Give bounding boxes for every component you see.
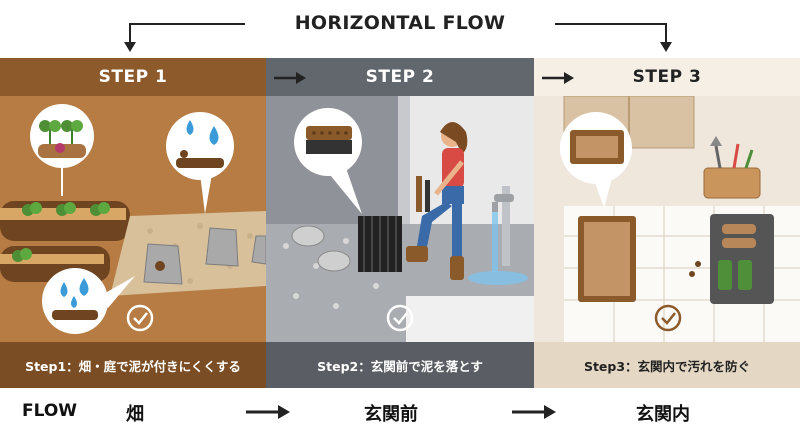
tool-basket-icon <box>703 136 761 199</box>
flow-stop-entrance-front: 玄関前 <box>364 404 418 425</box>
top-bracket-arrows <box>124 23 672 52</box>
flow-arrow-2 <box>512 405 556 419</box>
step-3-scene-interior <box>534 95 800 342</box>
boots-icon <box>710 214 774 304</box>
top-flow-header: HORIZONTAL FLOW <box>0 0 800 58</box>
check-circle-icon <box>386 304 414 332</box>
page-title: HORIZONTAL FLOW <box>294 12 506 34</box>
step-1-panel: STEP 1 <box>0 58 266 388</box>
step-3-caption: Step3：玄関内で汚れを防ぐ <box>534 342 800 388</box>
brush-icon <box>358 216 402 272</box>
water-drop-icon <box>186 120 219 145</box>
step-1-scene-garden <box>0 96 266 342</box>
water-drop-icon <box>60 278 89 308</box>
step-1-caption: Step1：畑・庭で泥が付きにくくする <box>0 342 266 388</box>
step-2-scene-entrance <box>266 96 534 342</box>
flow-stop-field: 畑 <box>126 404 144 425</box>
step-3-label: STEP 3 <box>534 58 800 96</box>
person-figure <box>406 122 468 280</box>
step-2-to-3-arrow <box>542 72 574 84</box>
step-2-caption: Step2：玄関前で泥を落とす <box>266 342 534 388</box>
bottom-flow-row: FLOW 畑 玄関前 玄関内 <box>0 388 800 436</box>
doormat-icon <box>578 216 636 302</box>
flow-label: FLOW <box>22 401 78 421</box>
sprout-icon <box>12 202 110 262</box>
step-3-panel: STEP 3 <box>534 58 800 388</box>
step-1-to-2-arrow <box>274 72 306 84</box>
step-2-label: STEP 2 <box>266 58 534 96</box>
flow-arrow-1 <box>246 405 290 419</box>
sprout-icon <box>39 120 83 153</box>
check-circle-icon <box>654 304 682 332</box>
brush-icon <box>306 126 352 154</box>
flow-stop-entrance-inside: 玄関内 <box>636 404 690 425</box>
step-1-label: STEP 1 <box>0 58 266 96</box>
check-circle-icon <box>126 304 154 332</box>
step-2-panel: STEP 2 <box>266 58 534 388</box>
